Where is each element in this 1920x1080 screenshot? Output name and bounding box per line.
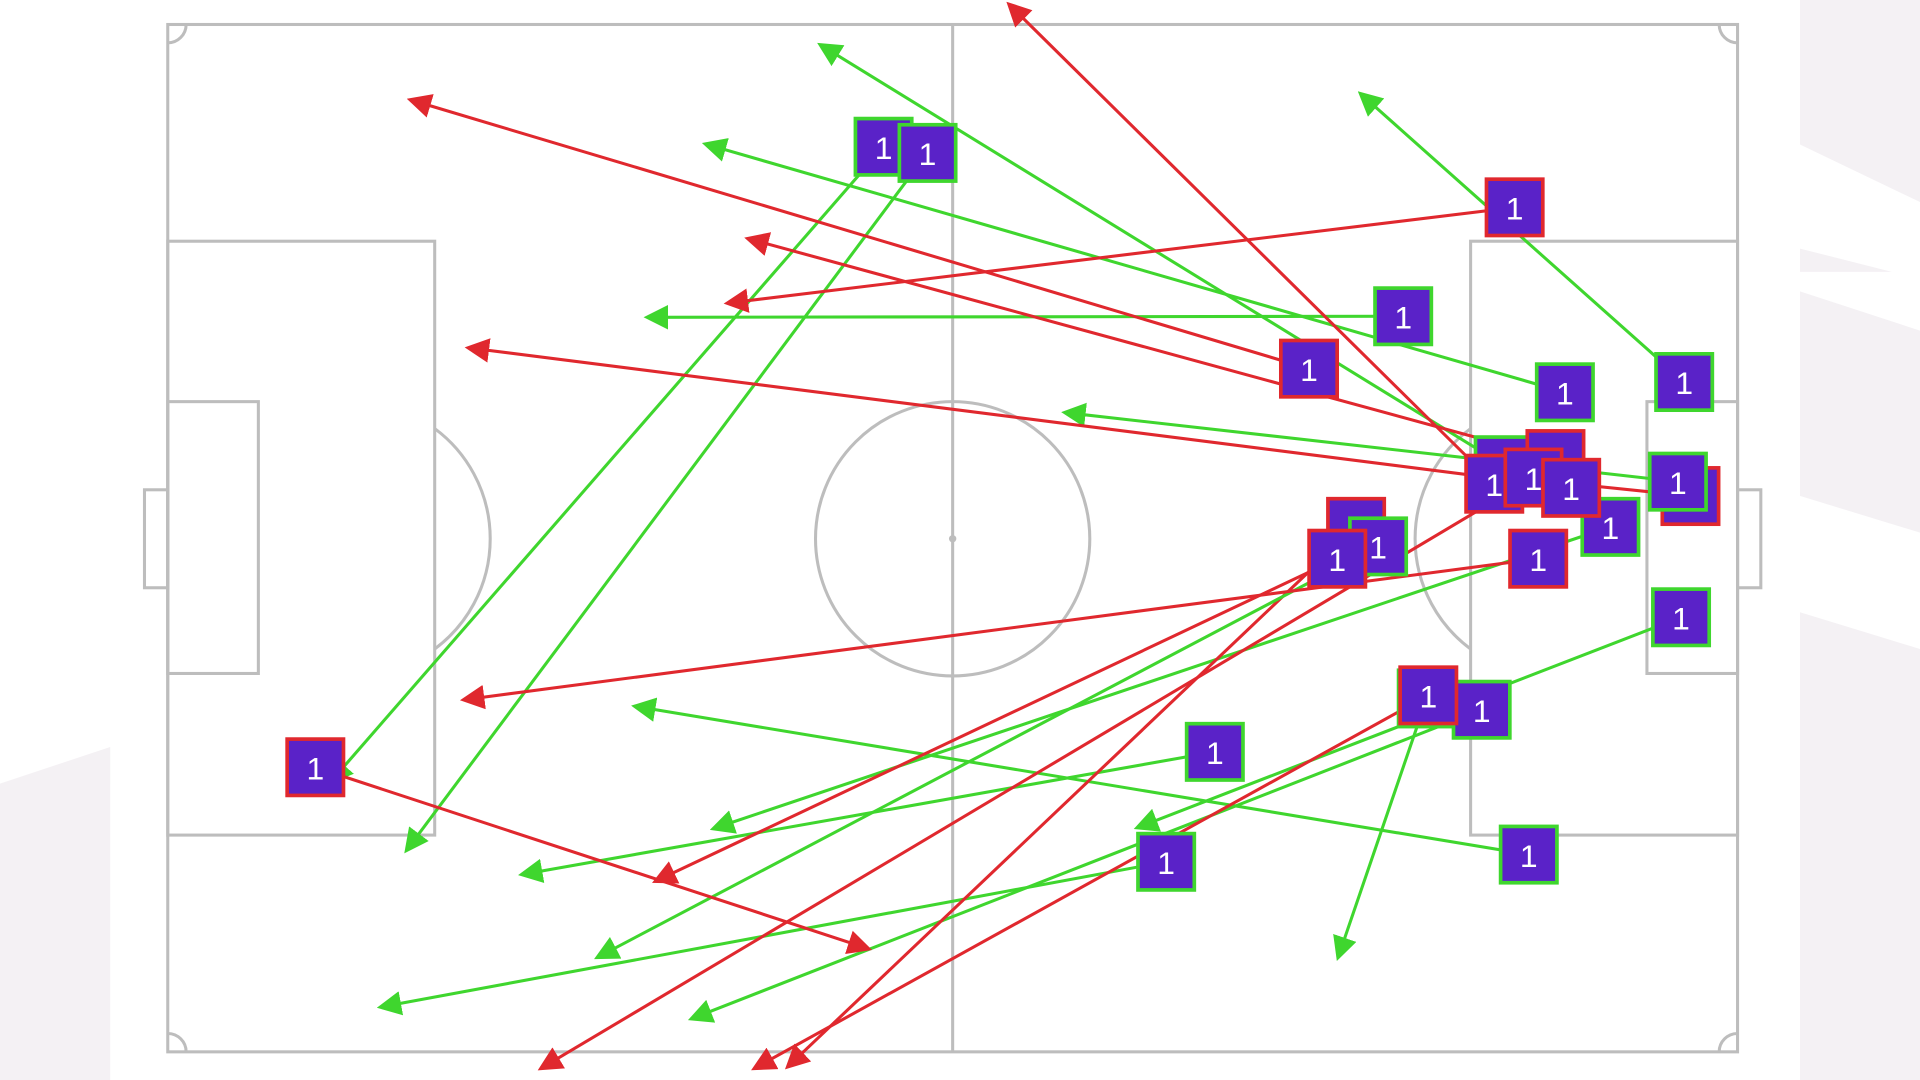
pass-origin-marker[interactable]: 1 [1484, 177, 1545, 238]
marker-label: 1 [1672, 600, 1690, 636]
marker-box [1278, 338, 1339, 399]
marker-box [1307, 528, 1368, 589]
marker-label: 1 [1520, 838, 1538, 874]
pass-arrow-success [709, 525, 1611, 834]
pass-arrow-fail [723, 205, 1515, 313]
marker-box [1647, 451, 1708, 512]
marker-label: 1 [919, 136, 937, 172]
marker-box [1654, 352, 1715, 413]
corner-arc [1717, 1031, 1738, 1052]
right-goal [1736, 488, 1763, 590]
pass-origin-marker[interactable]: 1 [1651, 587, 1712, 648]
center-circle [813, 400, 1092, 678]
pass-arrow-fail [751, 694, 1430, 1071]
pass-arrow-fail [464, 338, 1572, 490]
pass-origin-marker[interactable]: 1 [1451, 679, 1512, 740]
pass-arrow-fail [651, 557, 1338, 884]
marker-box [1373, 286, 1434, 347]
marker-label: 1 [306, 750, 324, 786]
pass-arrow-success [1333, 697, 1429, 962]
marker-box [1534, 362, 1595, 423]
pitch [142, 22, 1763, 1054]
pass-origin-marker[interactable]: 1 [1184, 721, 1245, 782]
pass-arrow-success [687, 708, 1483, 1023]
marker-label: 1 [1675, 365, 1693, 401]
pass-origin-marker[interactable]: 1 [285, 737, 346, 798]
marker-label: 1 [1419, 679, 1437, 715]
marker-box [1484, 177, 1545, 238]
pass-origin-marker[interactable]: 1 [1508, 528, 1569, 589]
marker-label: 1 [1562, 471, 1580, 507]
marker-box [1136, 831, 1197, 892]
pass-origin-marker[interactable]: 1 [1647, 451, 1708, 512]
pass-arrow-success [701, 138, 1566, 394]
marker-box [1398, 665, 1459, 726]
pass-arrows [314, 1, 1691, 1071]
pass-origin-marker[interactable]: 1 [1136, 831, 1197, 892]
pass-arrow-fail [314, 765, 873, 954]
pass-origin-marker[interactable]: 1 [1541, 457, 1602, 518]
pass-arrow-success [1357, 91, 1686, 384]
marker-box [1541, 457, 1602, 518]
pass-origin-marker[interactable]: 1 [1498, 824, 1559, 885]
pass-origins: 111111111111111111111111111 [285, 116, 1721, 892]
left-penalty-arc [433, 427, 492, 651]
marker-label: 1 [1485, 467, 1503, 503]
marker-box [285, 737, 346, 798]
pass-arrow-success [404, 151, 929, 854]
marker-box [1508, 528, 1569, 589]
marker-box [1651, 587, 1712, 648]
marker-label: 1 [1529, 542, 1547, 578]
marker-label: 1 [1525, 461, 1543, 497]
pass-arrow-fail [406, 94, 1310, 371]
marker-label: 1 [1556, 376, 1574, 412]
pass-arrow-success [376, 860, 1167, 1016]
pass-origin-marker[interactable]: 1 [1307, 528, 1368, 589]
marker-label: 1 [1473, 693, 1491, 729]
corner-arc [167, 1031, 188, 1052]
marker-label: 1 [1394, 299, 1412, 335]
marker-box [1498, 824, 1559, 885]
corner-arc [167, 24, 188, 45]
pass-origin-marker[interactable]: 1 [1278, 338, 1339, 399]
pass-arrow-fail [784, 525, 1358, 1070]
pass-arrow-success [643, 305, 1404, 330]
marker-label: 1 [1602, 510, 1620, 546]
pass-arrow-success [817, 42, 1505, 467]
pass-origin-marker[interactable]: 1 [1398, 665, 1459, 726]
pass-origin-marker[interactable]: 1 [1534, 362, 1595, 423]
corner-arc [1717, 24, 1738, 45]
marker-label: 1 [875, 130, 893, 166]
pass-origin-marker[interactable]: 1 [897, 122, 958, 183]
pass-arrow-success [594, 545, 1379, 960]
marker-label: 1 [1157, 845, 1175, 881]
center-spot [948, 535, 957, 543]
marker-label: 1 [1369, 530, 1387, 566]
marker-box [897, 122, 958, 183]
marker-label: 1 [1328, 542, 1346, 578]
pass-origin-marker[interactable]: 1 [1654, 352, 1715, 413]
marker-label: 1 [1669, 465, 1687, 501]
marker-label: 1 [1300, 352, 1318, 388]
pass-arrow-fail [1006, 1, 1496, 485]
marker-box [1184, 721, 1245, 782]
pass-origin-marker[interactable]: 1 [1373, 286, 1434, 347]
pass-arrow-fail [744, 232, 1556, 461]
right-penalty-arc [1413, 427, 1472, 651]
left-six-yard-box [166, 400, 260, 675]
marker-label: 1 [1506, 191, 1524, 227]
pass-arrow-success [328, 145, 885, 785]
pass-arrow-fail [459, 557, 1539, 710]
marker-label: 1 [1206, 735, 1224, 771]
left-goal [142, 488, 170, 590]
